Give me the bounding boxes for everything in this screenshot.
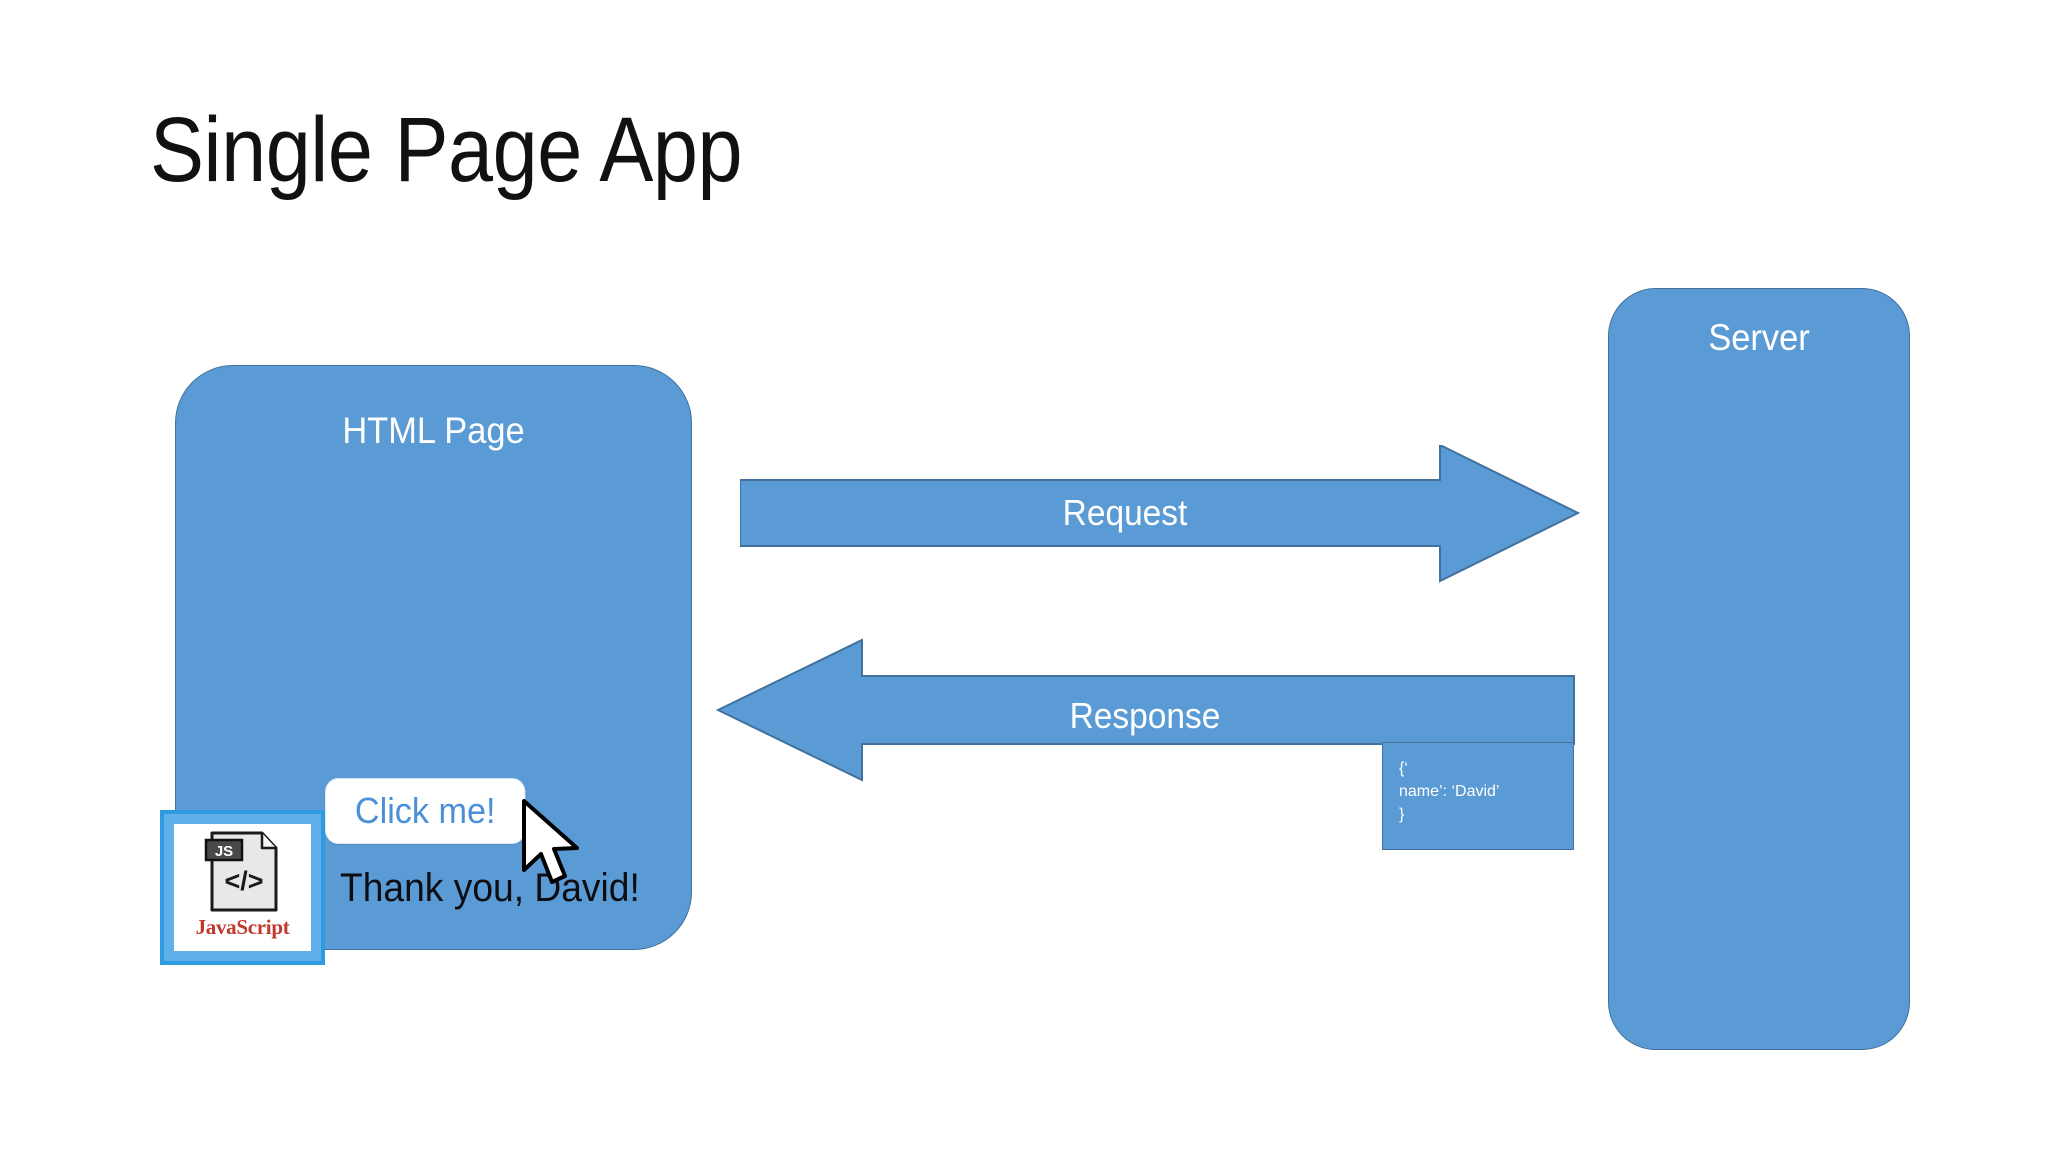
server-label: Server [1708, 317, 1810, 358]
click-me-button[interactable]: Click me! [325, 778, 526, 844]
thank-you-text: Thank you, David! [340, 866, 640, 910]
request-arrow-label: Request [1062, 492, 1188, 533]
html-page-label: HTML Page [342, 410, 525, 451]
js-icon-inner: JS </> JavaScript [174, 824, 311, 951]
server-panel: Server [1608, 288, 1910, 1050]
javascript-file-icon[interactable]: JS </> JavaScript [160, 810, 325, 965]
json-payload-box: {‘ name’: ‘David’ } [1382, 742, 1574, 850]
response-arrow-label: Response [1069, 695, 1221, 736]
mouse-cursor-icon [520, 798, 590, 890]
request-arrow [740, 445, 1580, 585]
svg-text:</>: </> [224, 866, 263, 896]
js-document-icon: JS </> [204, 830, 282, 914]
js-icon-caption: JavaScript [195, 915, 290, 939]
request-arrow-shape [740, 445, 1580, 583]
page-title: Single Page App [150, 99, 743, 201]
svg-text:JS: JS [214, 843, 232, 860]
